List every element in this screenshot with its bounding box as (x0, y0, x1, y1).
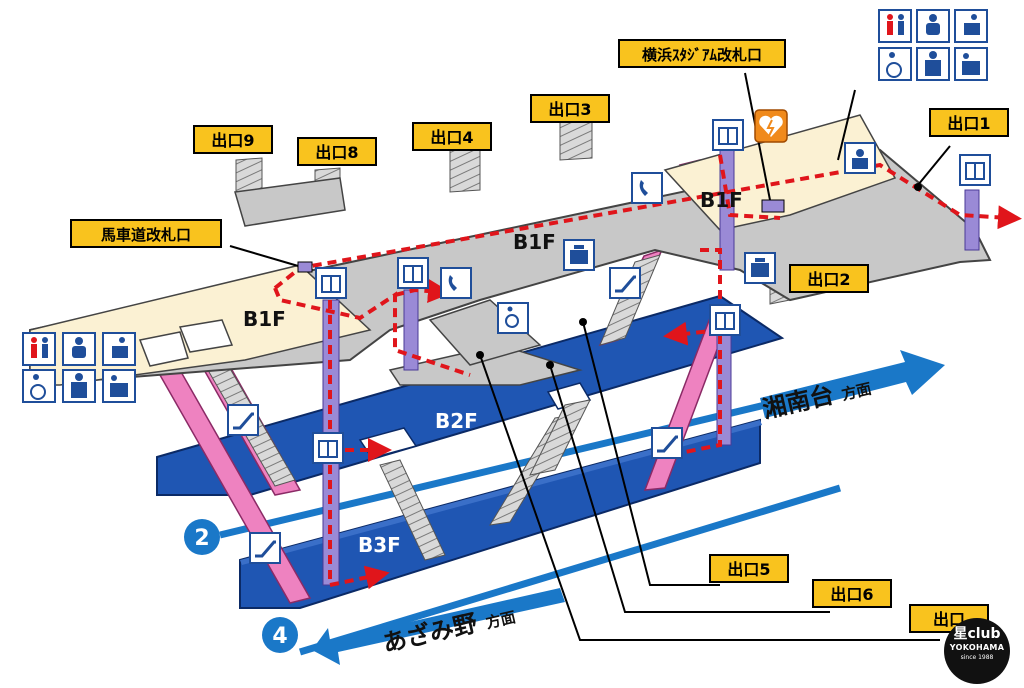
wheelchair-icon (878, 47, 912, 81)
leader-lines (229, 72, 951, 641)
floor-label-b1f-center: B1F (513, 230, 556, 254)
stadium-gate-tag[interactable]: 横浜ｽﾀｼﾞｱﾑ改札口 (618, 39, 786, 68)
exit-3-tag[interactable]: 出口3 (530, 94, 610, 123)
exit-8-tag[interactable]: 出口8 (297, 137, 377, 166)
line-4-badge: 4 (262, 617, 298, 653)
elevator-icon (312, 432, 344, 464)
exit-6-label: 出口6 (830, 585, 873, 604)
elevator-icon (709, 304, 741, 336)
ostomate-icon (916, 47, 950, 81)
diaper-change-icon (102, 332, 136, 366)
watermark-logo: 星club YOKOHAMA since 1988 (944, 618, 1010, 684)
facility-icons-left (22, 332, 136, 403)
azamino-label: あざみ野 (380, 609, 480, 658)
exit-4-tag[interactable]: 出口4 (412, 122, 492, 151)
toilet-icon (878, 9, 912, 43)
leader-dots (476, 183, 922, 369)
phone-icon (440, 267, 472, 299)
floor-label-b1f-right: B1F (700, 188, 743, 212)
exit-6-tag[interactable]: 出口6 (812, 579, 892, 608)
elevator-icon (712, 119, 744, 151)
diaper-change-icon (954, 9, 988, 43)
line-2-badge: 2 (184, 519, 220, 555)
exit-9-label: 出口9 (211, 131, 254, 150)
watermark-since: since 1988 (960, 654, 994, 661)
ticket-machine-icon (744, 252, 776, 284)
baby-care-icon (62, 332, 96, 366)
floor-label-b3f: B3F (358, 533, 401, 557)
shonandai-label: 湘南台 (760, 380, 836, 423)
stadium-gate-label: 横浜ｽﾀｼﾞｱﾑ改札口 (642, 46, 762, 64)
ticket-machine-icon (563, 239, 595, 271)
floor-label-b1f-left: B1F (243, 307, 286, 331)
escalator-icon (651, 427, 683, 459)
elevator-icon (959, 154, 991, 186)
elevator-icon (315, 267, 347, 299)
elevator-icon (397, 257, 429, 289)
bashamichi-gate-tag[interactable]: 馬車道改札口 (70, 219, 222, 248)
toilet-icon (22, 332, 56, 366)
staff-icon (844, 142, 876, 174)
floor-label-b2f: B2F (435, 409, 478, 433)
wheelchair-icon (22, 369, 56, 403)
exit-5-label: 出口5 (727, 560, 770, 579)
escalator-icon (227, 404, 259, 436)
watermark-subtitle: YOKOHAMA (949, 643, 1005, 652)
baby-care-icon (916, 9, 950, 43)
line-4-number: 4 (272, 624, 287, 649)
ticket-gate-icon (297, 199, 785, 273)
exit-8-label: 出口8 (315, 143, 358, 162)
escalator-icon (249, 532, 281, 564)
exit-1-label: 出口1 (947, 114, 990, 133)
exit-2-tag[interactable]: 出口2 (789, 264, 869, 293)
aed-icon (754, 109, 788, 143)
facility-icons-right (878, 9, 988, 81)
exit-3-label: 出口3 (548, 100, 591, 119)
exit-4-label: 出口4 (430, 128, 473, 147)
line-2-number: 2 (194, 526, 209, 551)
direction-arrow-shonandai (760, 350, 945, 418)
bashamichi-gate-label: 馬車道改札口 (101, 226, 191, 244)
phone-icon (631, 172, 663, 204)
family-room-icon (102, 369, 136, 403)
direction-arrow-azamino (312, 588, 565, 665)
escalator-icon (609, 267, 641, 299)
exit-2-label: 出口2 (807, 270, 850, 289)
exit-5-tag[interactable]: 出口5 (709, 554, 789, 583)
accessible-icon (497, 302, 529, 334)
exit-1-tag[interactable]: 出口1 (929, 108, 1009, 137)
exit-9-tag[interactable]: 出口9 (193, 125, 273, 154)
ostomate-icon (62, 369, 96, 403)
family-room-icon (954, 47, 988, 81)
track-line-4 (298, 484, 842, 656)
watermark-title: 星club (953, 626, 1001, 642)
